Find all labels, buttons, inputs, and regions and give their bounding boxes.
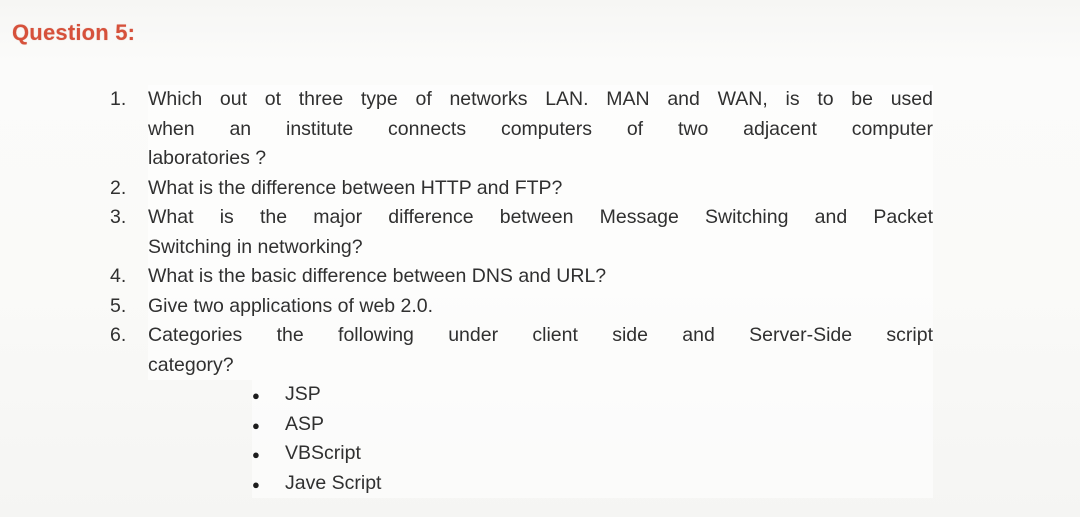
list-item: ● ASP	[252, 409, 933, 439]
question-item-6: 6. Categories the following under client…	[110, 321, 933, 498]
list-number: 3.	[110, 206, 127, 228]
list-number: 5.	[110, 294, 127, 317]
list-number: 2.	[110, 176, 127, 199]
question-item-4: 4. What is the basic difference between …	[110, 262, 933, 292]
list-item: ● VBScript	[252, 439, 933, 469]
question-line: What is the major difference between Mes…	[148, 203, 933, 233]
list-number: 4.	[110, 265, 127, 287]
question-line: laboratories ?	[148, 144, 933, 174]
question-line: Switching in networking?	[148, 232, 933, 262]
list-number: 6.	[110, 324, 127, 346]
question-text: What is the difference between HTTP and …	[148, 173, 933, 203]
question-line: category?	[148, 350, 933, 380]
question-item-2: 2. What is the difference between HTTP a…	[110, 173, 933, 203]
script-options-list: ● JSP ● ASP ● VBScript ● Jave Script	[252, 380, 933, 498]
bullet-icon: ●	[252, 388, 260, 403]
bullet-item-label: ASP	[285, 412, 325, 435]
question-text: Categories the following under client si…	[148, 321, 933, 498]
bullet-icon: ●	[252, 476, 260, 492]
question-text: What is the major difference between Mes…	[148, 203, 933, 262]
question-line: Give two applications of web 2.0.	[148, 291, 933, 321]
list-item: ● JSP	[252, 380, 933, 410]
bullet-icon: ●	[252, 417, 260, 433]
question-list: 1. Which out ot three type of networks L…	[110, 85, 933, 498]
question-line: Categories the following under client si…	[148, 321, 933, 351]
bullet-item-label: Jave Script	[285, 471, 382, 494]
question-line: Which out ot three type of networks LAN.…	[148, 85, 933, 115]
question-item-5: 5. Give two applications of web 2.0.	[110, 291, 933, 321]
question-text: What is the basic difference between DNS…	[148, 262, 933, 292]
question-item-1: 1. Which out ot three type of networks L…	[110, 85, 933, 174]
question-line: What is the basic difference between DNS…	[148, 262, 933, 292]
question-heading: Question 5:	[12, 20, 136, 45]
bullet-item-label: VBScript	[285, 442, 361, 464]
question-text: Which out ot three type of networks LAN.…	[148, 85, 933, 174]
question-text: Give two applications of web 2.0.	[148, 291, 933, 321]
question-line: when an institute connects computers of …	[148, 114, 933, 144]
list-number: 1.	[110, 88, 127, 110]
question-item-3: 3. What is the major difference between …	[110, 203, 933, 262]
bullet-icon: ●	[252, 447, 260, 462]
question-line: What is the difference between HTTP and …	[148, 173, 933, 203]
bullet-item-label: JSP	[285, 383, 321, 405]
list-item: ● Jave Script	[252, 468, 933, 498]
